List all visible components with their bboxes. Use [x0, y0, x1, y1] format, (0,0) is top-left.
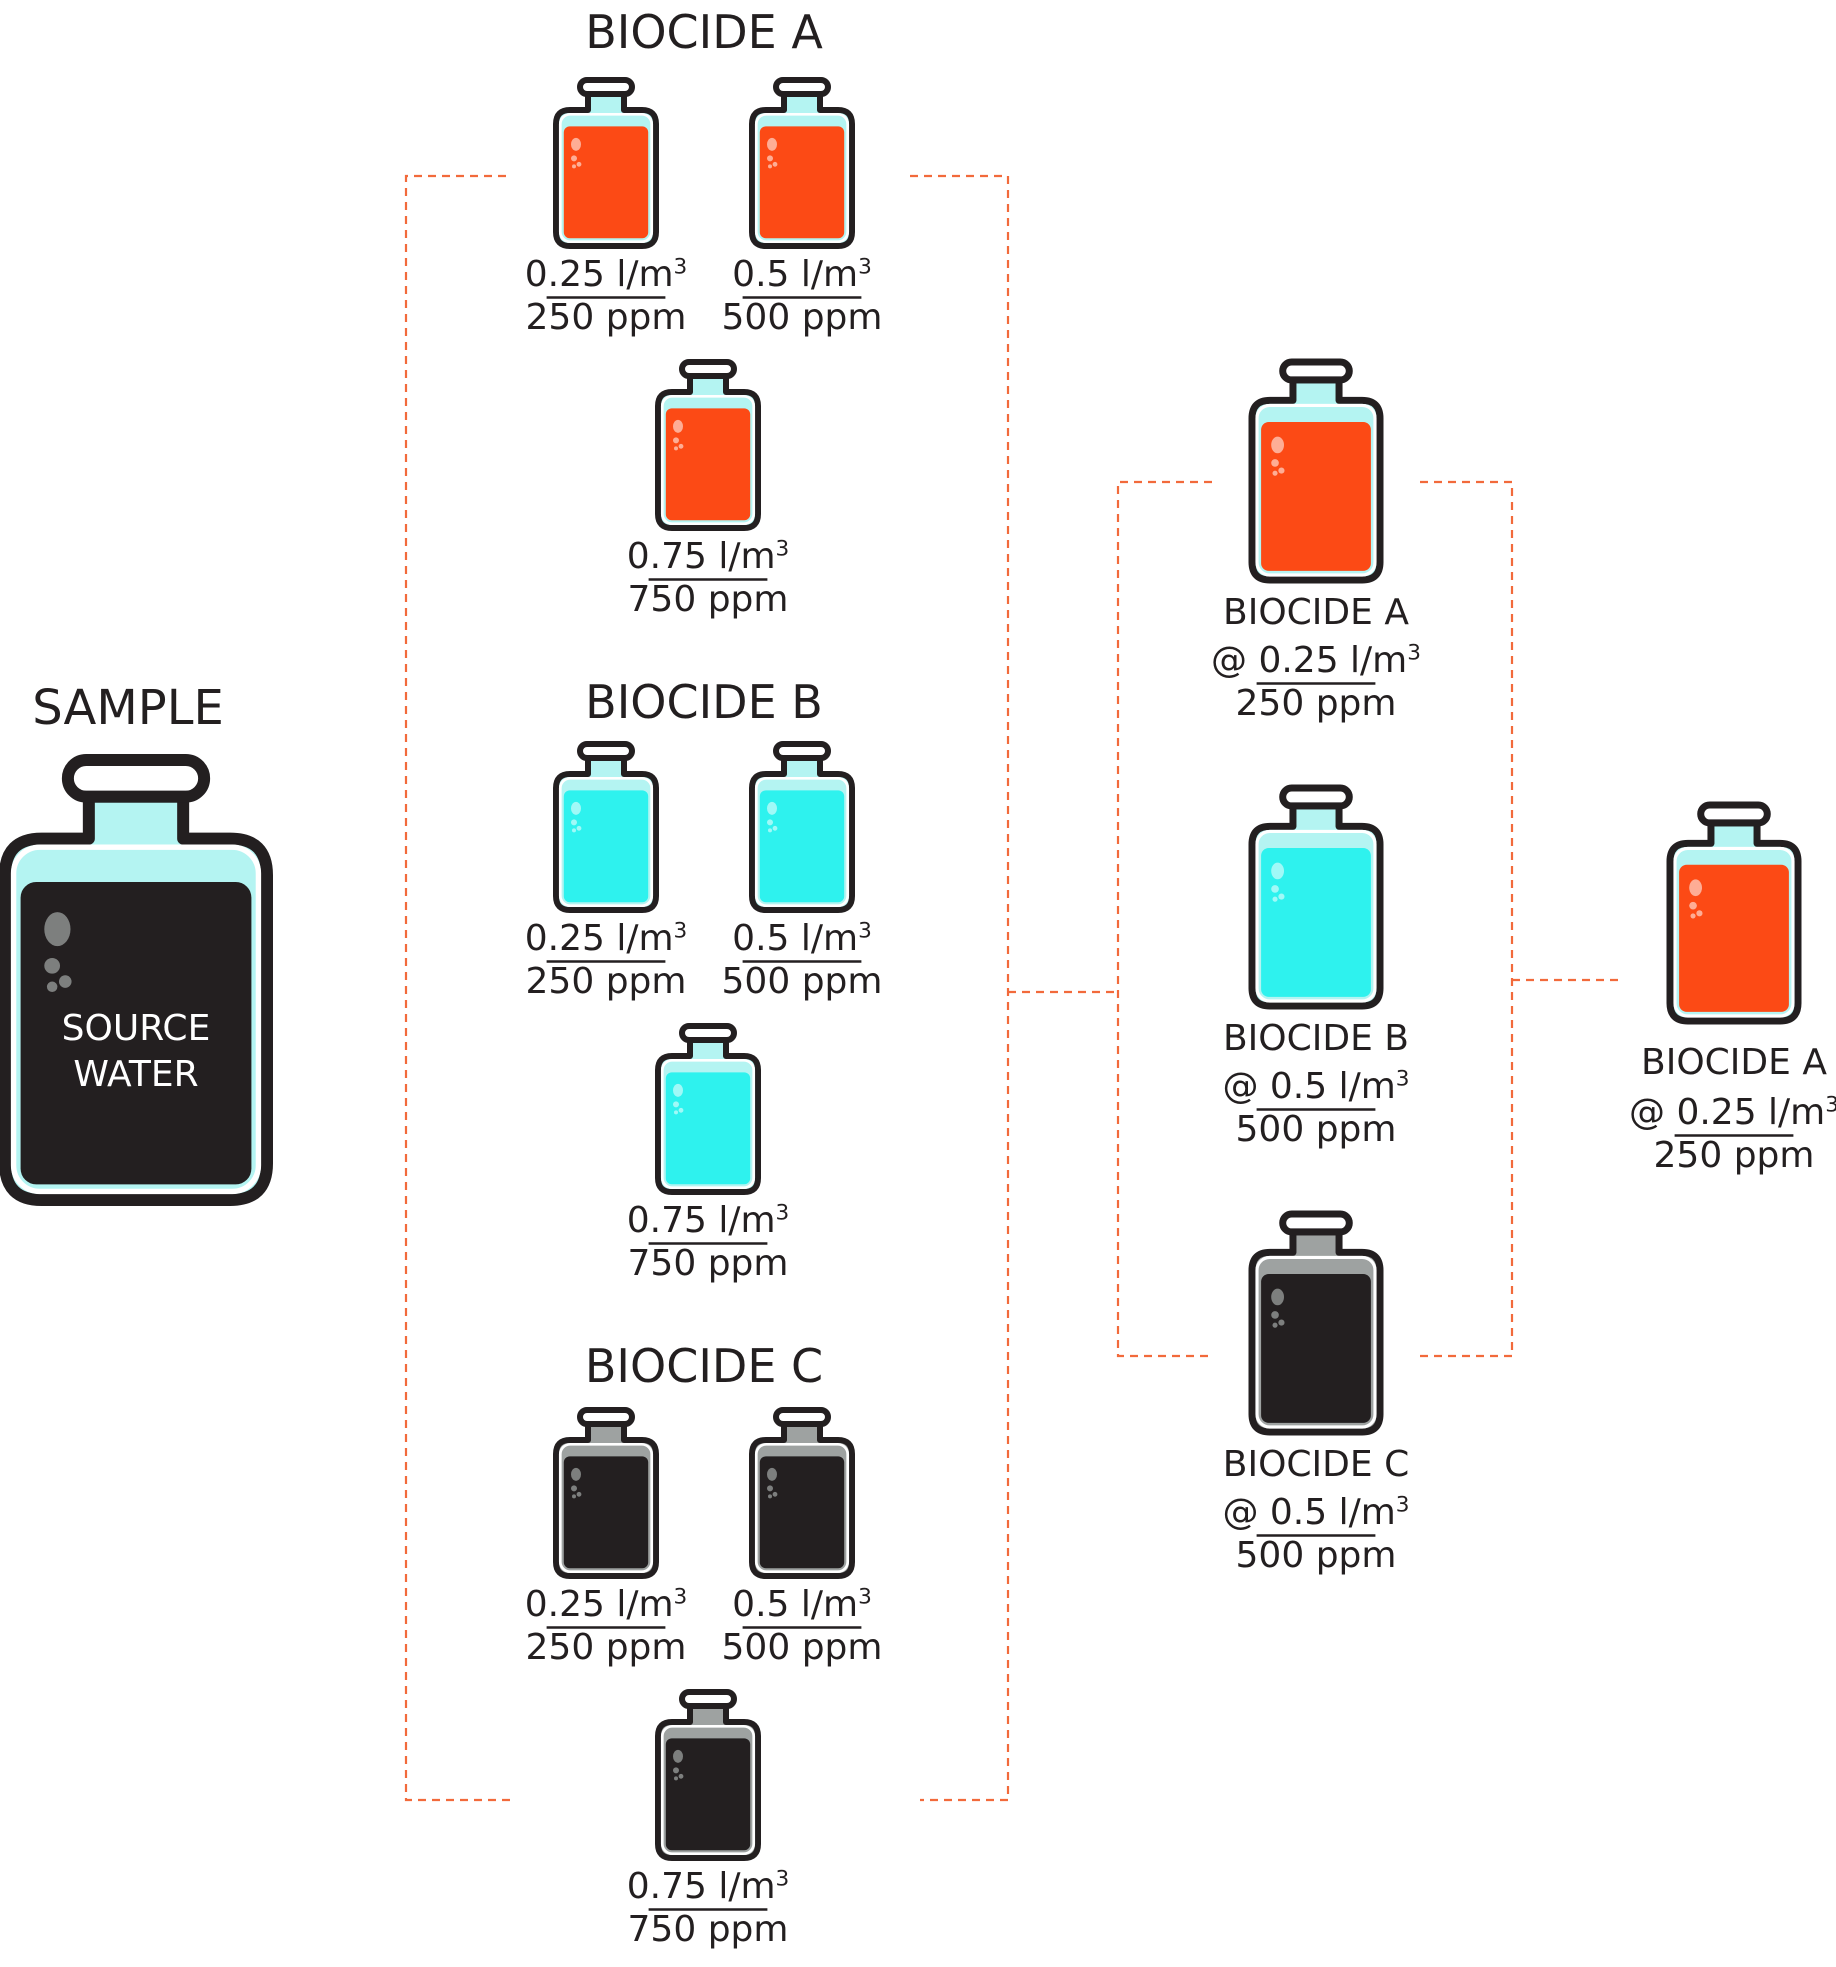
ppm-text: 500 ppm — [1236, 1535, 1397, 1576]
left-bracket — [404, 174, 512, 1802]
dose-text: 0.25 l/m3 — [525, 254, 688, 295]
labels-layer: SAMPLE BIOCIDE A BIOCIDE B BIOCIDE C SOU… — [32, 5, 1836, 1950]
bottles-layer — [0, 77, 1802, 1861]
selected-bottle-3-icon — [1248, 1210, 1384, 1436]
ppm-text: 750 ppm — [628, 579, 789, 620]
selected-name: BIOCIDE C — [1223, 1444, 1409, 1485]
water-label: WATER — [73, 1054, 198, 1095]
ppm-text: 500 ppm — [722, 961, 883, 1002]
selected-name: BIOCIDE A — [1223, 592, 1409, 633]
biocide-c-bottle-1-icon — [553, 1407, 659, 1579]
ppm-text: 500 ppm — [1236, 1109, 1397, 1150]
dose-text: 0.5 l/m3 — [732, 918, 872, 959]
biocide-b-bottle-3-icon — [655, 1023, 761, 1195]
biocide-a-title: BIOCIDE A — [585, 5, 823, 59]
dose-text: @ 0.25 l/m3 — [1629, 1092, 1836, 1133]
dose-text: 0.5 l/m3 — [732, 254, 872, 295]
final-bottle-icon — [1666, 801, 1802, 1025]
dose-text: 0.25 l/m3 — [525, 1584, 688, 1625]
biocide-a-bottle-3-icon — [655, 359, 761, 531]
biocide-b-bottle-1-icon — [553, 741, 659, 913]
dose-text: @ 0.25 l/m3 — [1211, 640, 1421, 681]
ppm-text: 250 ppm — [526, 1627, 687, 1668]
ppm-text: 250 ppm — [1236, 683, 1397, 724]
sample-bottle-icon — [0, 754, 273, 1206]
ppm-text: 750 ppm — [628, 1243, 789, 1284]
biocide-b-bottle-2-icon — [749, 741, 855, 913]
selected-name: BIOCIDE B — [1223, 1018, 1409, 1059]
dose-text: 0.75 l/m3 — [627, 536, 790, 577]
ppm-text: 250 ppm — [1654, 1135, 1815, 1176]
selected-bottle-1-icon — [1248, 358, 1384, 584]
ppm-text: 250 ppm — [526, 297, 687, 338]
biocide-c-bottle-3-icon — [655, 1689, 761, 1861]
biocide-a-bottle-1-icon — [553, 77, 659, 249]
connector-lines — [404, 174, 1622, 1802]
selected-left-bracket — [1116, 480, 1212, 1358]
biocide-a-bottle-2-icon — [749, 77, 855, 249]
ppm-text: 750 ppm — [628, 1909, 789, 1950]
biocide-c-bottle-2-icon — [749, 1407, 855, 1579]
ppm-text: 500 ppm — [722, 1627, 883, 1668]
dose-text: @ 0.5 l/m3 — [1222, 1066, 1409, 1107]
ppm-text: 500 ppm — [722, 297, 883, 338]
ppm-text: 250 ppm — [526, 961, 687, 1002]
final-name: BIOCIDE A — [1641, 1042, 1827, 1083]
selected-bottle-2-icon — [1248, 784, 1384, 1010]
dose-text: 0.25 l/m3 — [525, 918, 688, 959]
right-bracket — [910, 174, 1010, 1802]
dose-text: 0.75 l/m3 — [627, 1200, 790, 1241]
dose-text: 0.75 l/m3 — [627, 1866, 790, 1907]
dose-text: @ 0.5 l/m3 — [1222, 1492, 1409, 1533]
selected-right-bracket — [1420, 480, 1514, 1358]
source-label: SOURCE — [62, 1008, 211, 1049]
biocide-c-title: BIOCIDE C — [585, 1339, 823, 1393]
dose-text: 0.5 l/m3 — [732, 1584, 872, 1625]
sample-title: SAMPLE — [32, 680, 224, 736]
biocide-b-title: BIOCIDE B — [585, 675, 823, 729]
